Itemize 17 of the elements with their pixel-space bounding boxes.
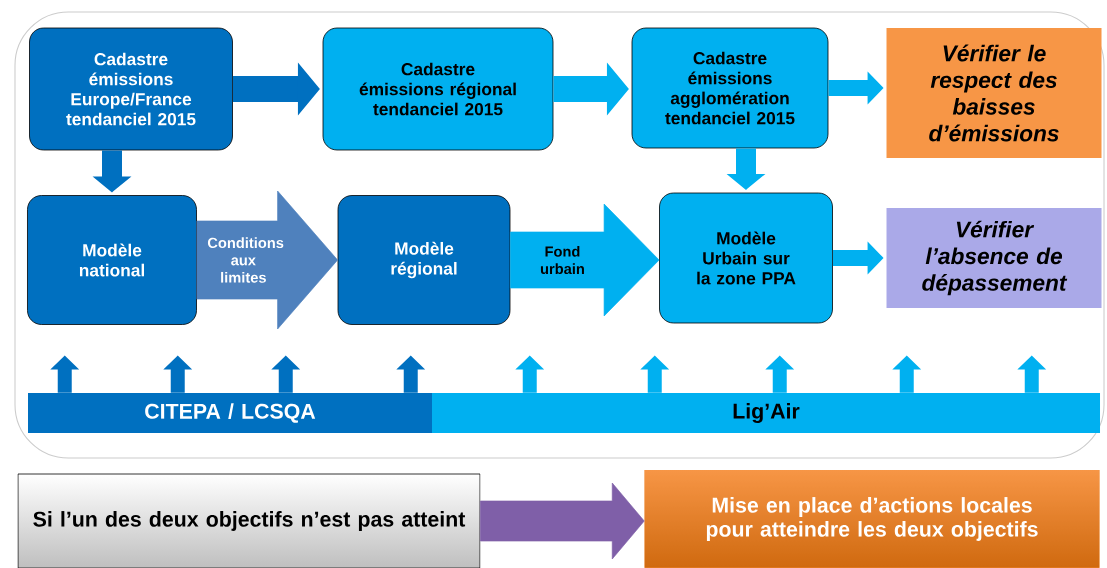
action-box: Mise en place d’actions locales pour atteindre les deux objectifs (644, 470, 1100, 568)
model-box: Modèle national (27, 195, 197, 325)
process-box: Cadastre émissions régional tendanciel 2015 (322, 27, 554, 151)
arrow (510, 203, 660, 317)
model-box: Modèle Urbain sur la zone PPA (659, 192, 833, 324)
goal-box: Vérifier l’absence de dépassement (886, 208, 1102, 308)
arrow (196, 190, 338, 330)
arrow (480, 482, 645, 560)
edge-label: Conditions aux limites (207, 237, 284, 283)
label-bar: Lig’Air (432, 393, 1100, 433)
condition-box: Si l’un des deux objectifs n’est pas atteint (17, 473, 481, 568)
process-box: Cadastre émissions agglomération tendanciel 2015 (631, 27, 829, 149)
label-bar: CITEPA / LCSQA (28, 393, 432, 433)
goal-box: Vérifier le respect des baisses d’émissions (886, 28, 1102, 158)
process-box: Cadastre émissions Europe/France tendanciel 2015 (29, 27, 233, 151)
model-box: Modèle régional (337, 195, 511, 325)
edge-label: Fond urbain (540, 245, 584, 275)
